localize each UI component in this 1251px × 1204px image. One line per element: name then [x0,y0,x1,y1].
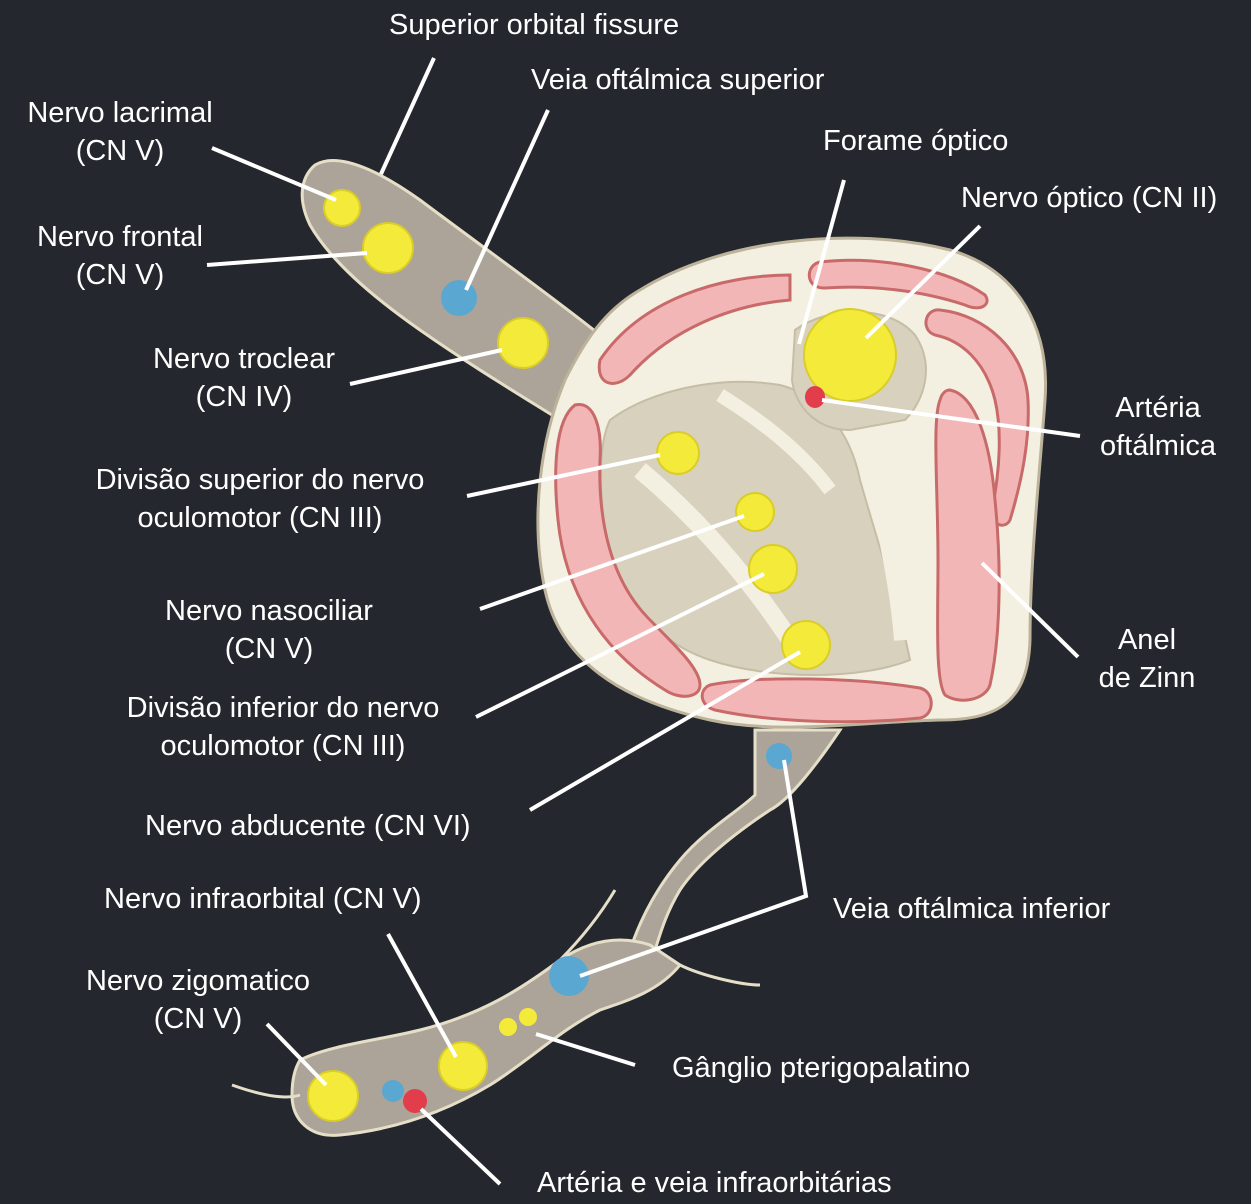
label-nervo-lacrimal: Nervo lacrimal (CN V) [14,94,226,170]
ganglio-dot-1 [499,1018,517,1036]
muscle-inferior [702,679,931,722]
label-anel-de-zinn-line1: Anel [1085,621,1209,659]
label-nervo-frontal-line1: Nervo frontal [22,218,218,256]
divisao-inferior-dot [749,545,797,593]
nervo-abducente-dot [782,621,830,669]
leader-ganglio [536,1034,635,1065]
veia-infraorbitaria-dot [382,1080,404,1102]
label-nervo-frontal: Nervo frontal (CN V) [22,218,218,294]
label-arteria-oftalmica-line2: oftálmica [1088,427,1228,465]
label-superior-orbital-fissure: Superior orbital fissure [389,6,679,44]
label-divisao-superior: Divisão superior do nervo oculomotor (CN… [72,461,448,537]
nervo-infraorbital-dot [439,1042,487,1090]
veia-oftalmica-inferior-dot [766,743,792,769]
label-divisao-inferior-line1: Divisão inferior do nervo [100,689,466,727]
label-divisao-superior-line1: Divisão superior do nervo [72,461,448,499]
label-veia-oftalmica-superior: Veia oftálmica superior [531,61,824,99]
label-nervo-troclear: Nervo troclear (CN IV) [138,340,350,416]
label-divisao-inferior-line2: oculomotor (CN III) [100,727,466,765]
label-nervo-lacrimal-line2: (CN V) [14,132,226,170]
label-anel-de-zinn-line2: de Zinn [1085,659,1209,697]
nervo-zigomatico-dot [308,1071,358,1121]
label-arteria-oftalmica-line1: Artéria [1088,389,1228,427]
label-nervo-troclear-line2: (CN IV) [138,378,350,416]
label-nervo-nasociliar-line1: Nervo nasociliar [148,592,390,630]
label-nervo-zigomatico-line1: Nervo zigomatico [70,962,326,1000]
label-nervo-zigomatico-line2: (CN V) [70,1000,326,1038]
nervo-troclear-dot [498,318,548,368]
label-arteria-veia-infraorbitarias: Artéria e veia infraorbitárias [537,1164,892,1202]
inferior-fissure-connector-shape [630,730,840,950]
label-arteria-oftalmica: Artéria oftálmica [1088,389,1228,465]
label-nervo-troclear-line1: Nervo troclear [138,340,350,378]
label-divisao-superior-line2: oculomotor (CN III) [72,499,448,537]
label-anel-de-zinn: Anel de Zinn [1085,621,1209,697]
veia-oftalmica-superior-dot [441,280,477,316]
nervo-nasociliar-dot [736,493,774,531]
divisao-superior-dot [657,432,699,474]
nervo-frontal-dot [363,223,413,273]
label-divisao-inferior: Divisão inferior do nervo oculomotor (CN… [100,689,466,765]
lower-spike-left [232,1085,300,1097]
label-nervo-lacrimal-line1: Nervo lacrimal [14,94,226,132]
label-forame-optico: Forame óptico [823,122,1008,160]
leader-arteria-veia-infraorbitarias [421,1109,500,1184]
label-ganglio-pterigopalatino: Gânglio pterigopalatino [672,1049,970,1087]
leader-superior-orbital-fissure [381,58,434,174]
ganglio-dot-2 [519,1008,537,1026]
label-nervo-optico: Nervo óptico (CN II) [961,179,1217,217]
label-nervo-abducente: Nervo abducente (CN VI) [145,807,471,845]
label-veia-oftalmica-inferior: Veia oftálmica inferior [833,890,1110,928]
lower-spike-tail [680,965,760,985]
label-nervo-nasociliar-line2: (CN V) [148,630,390,668]
label-nervo-frontal-line2: (CN V) [22,256,218,294]
label-nervo-zigomatico: Nervo zigomatico (CN V) [70,962,326,1038]
label-nervo-infraorbital: Nervo infraorbital (CN V) [104,880,421,918]
arteria-oftalmica-dot [805,386,825,408]
label-nervo-nasociliar: Nervo nasociliar (CN V) [148,592,390,668]
